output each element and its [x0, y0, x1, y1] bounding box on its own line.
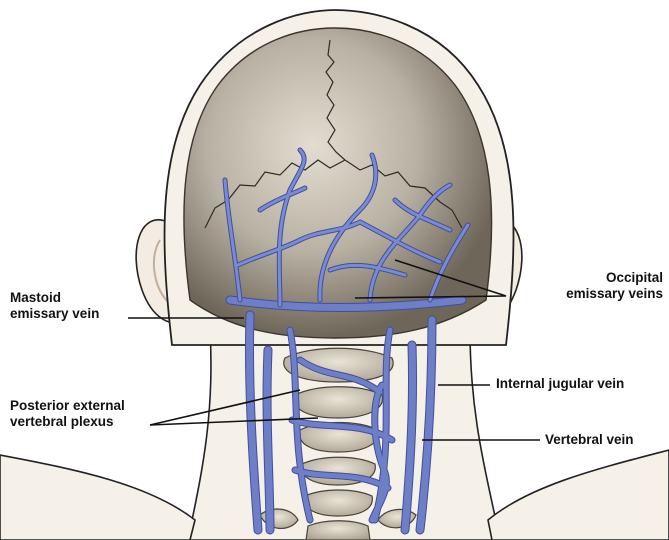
label-internal-jugular-vein: Internal jugular vein [496, 376, 624, 392]
shoulders [0, 455, 195, 540]
label-vertebral-vein: Vertebral vein [545, 432, 634, 448]
label-mastoid-emissary-vein: Mastoid emissary vein [10, 290, 99, 322]
label-occipital-emissary-veins: Occipital emissary veins [566, 270, 663, 302]
label-posterior-external-vertebral-plexus: Posterior external vertebral plexus [10, 398, 125, 430]
skull [184, 28, 492, 338]
